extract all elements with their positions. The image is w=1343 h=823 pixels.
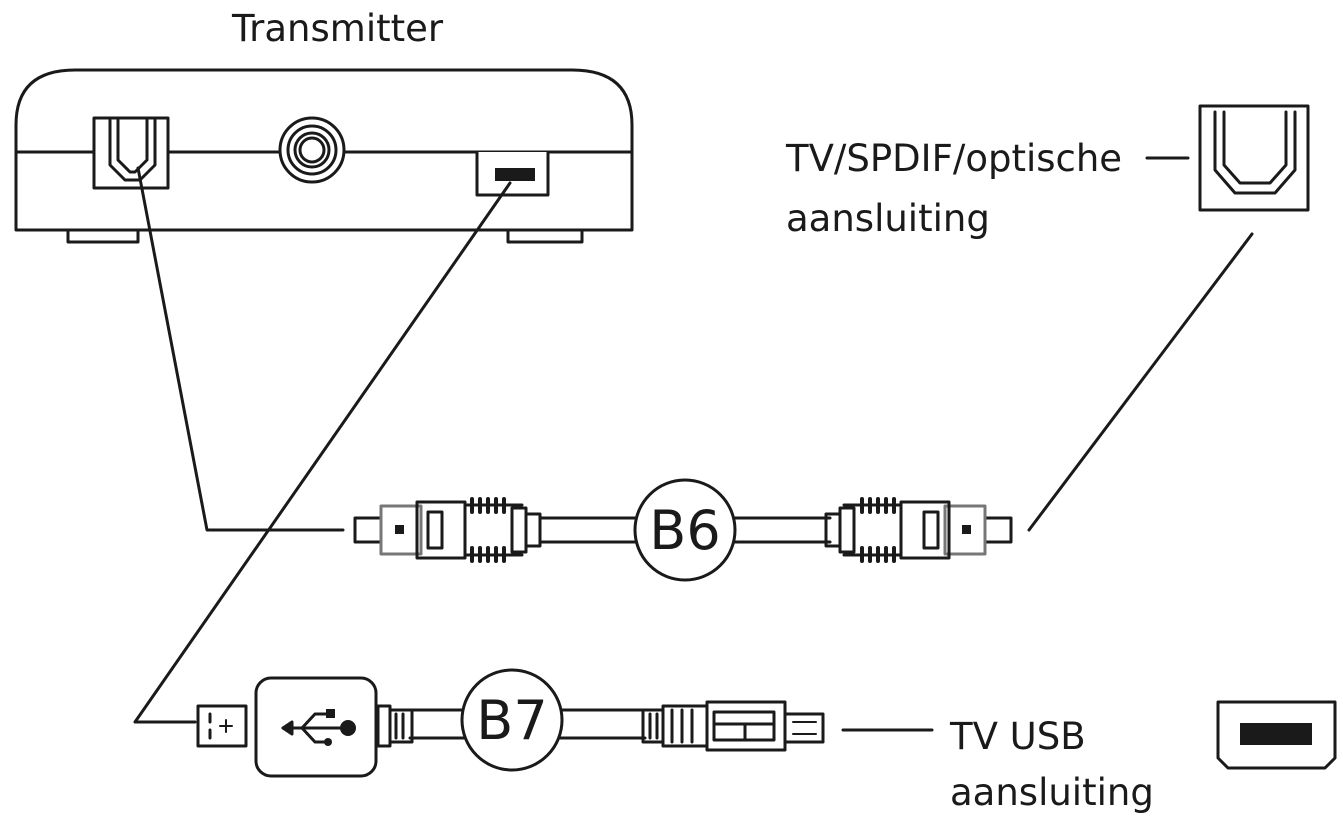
transmitter-foot-right: [506, 228, 584, 244]
tv-usb-port-label-line2: aansluiting: [950, 771, 1154, 814]
usb-symbol-icon: [281, 709, 356, 746]
transmitter-optical-port: [92, 116, 170, 190]
tv-usb-port-label-line1: TV USB: [950, 715, 1086, 758]
cable-b6-label: B6: [649, 499, 720, 562]
transmitter-label: Transmitter: [232, 7, 444, 50]
optical-plug-right: [824, 497, 1013, 563]
tv-optical-port: [1198, 104, 1310, 212]
tv-optical-port-label-line2: aansluiting: [786, 197, 990, 240]
optical-leader-line: [136, 166, 345, 532]
cable-b7-label: B7: [476, 689, 547, 752]
usb-mini-plug: [641, 700, 825, 752]
cable-b6-badge: [633, 478, 737, 582]
transmitter-device: [14, 68, 634, 244]
optical-plug-left: [353, 497, 542, 563]
transmitter-body: [14, 68, 634, 232]
cable-b7-badge: [460, 668, 564, 772]
tv-usb-port: [1216, 700, 1337, 770]
usb-a-plug: [196, 676, 414, 778]
transmitter-foot-left: [66, 228, 140, 244]
transmitter-usb-port: [475, 150, 550, 197]
optical-cable-b6: B6: [353, 478, 1013, 582]
transmitter-audio-jack: [278, 116, 346, 184]
tv-optical-leader-line: [1027, 232, 1254, 532]
tv-optical-port-label-line1: TV/SPDIF/optische: [786, 137, 1123, 180]
usb-cable-b7: B7: [196, 668, 825, 778]
usb-leader-line: [133, 181, 512, 724]
